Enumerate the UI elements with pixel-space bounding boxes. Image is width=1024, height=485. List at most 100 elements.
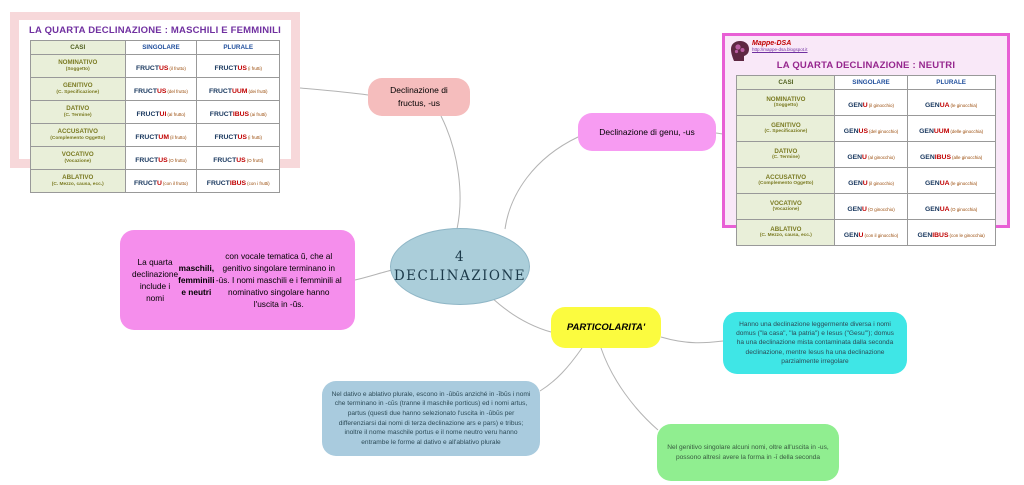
intro-text-segment: La quarta declinazione include i nomi [132, 256, 179, 304]
maschili-femminili-table-panel[interactable]: LA QUARTA DECLINAZIONE : MASCHILI E FEMM… [10, 12, 300, 193]
declension-cell: FRUCTUUM(dei frutti) [196, 77, 281, 101]
central-topic-label: DECLINAZIONE [393, 267, 527, 284]
logo-tagline[interactable]: http://mappe-dsa.blogspot.it [752, 47, 808, 52]
translation-note: (al ginocchio) [867, 154, 895, 160]
column-header: CASI [29, 40, 126, 55]
case-cell: ACCUSATIVO(Complemento Oggetto) [29, 123, 126, 147]
connector-center-genu [504, 136, 579, 230]
table-row: DATIVO(C. Termine)FRUCTUI(al frutto)FRUC… [29, 100, 281, 124]
table-row: ABLATIVO(C. Mezzo, causa, ecc.)FRUCTU(co… [29, 169, 281, 193]
neutri-table-panel[interactable]: Mappe-DSA http://mappe-dsa.blogspot.it L… [722, 33, 1010, 246]
translation-note: (ai frutti) [250, 112, 267, 117]
declension-cell: FRUCTUS(del frutto) [124, 77, 198, 101]
declension-cell: FRUCTUI(al frutto) [124, 100, 198, 124]
translation-note: (delle ginocchia) [950, 128, 984, 134]
declension-cell: FRUCTUM(il frutto) [124, 123, 198, 147]
declension-cell: FRUCTIBUS(ai frutti) [196, 100, 281, 124]
case-cell: GENITIVO(C. Specificazione) [29, 77, 126, 101]
table-row: GENITIVO(C. Specificazione)FRUCTUS(del f… [29, 77, 281, 101]
translation-note: (le ginocchia) [950, 102, 978, 108]
case-cell: NOMINATIVO(Soggetto) [29, 54, 126, 78]
connector-center-intro [354, 269, 393, 281]
mappe-dsa-logo: Mappe-DSA http://mappe-dsa.blogspot.it [730, 40, 808, 67]
connector-particolarita-dativo [539, 347, 583, 392]
translation-note: (il ginocchio) [868, 102, 894, 108]
translation-note: (O frutti) [246, 158, 264, 163]
declension-cell: FRUCTU(con il frutto) [124, 169, 198, 193]
declension-cell: FRUCTUS(O frutti) [196, 146, 281, 170]
table-row: NOMINATIVO(Soggetto)FRUCTUS(il frutto)FR… [29, 54, 281, 78]
genitivo-singolare-node[interactable]: Nel genitivo singolare alcuni nomi, oltr… [657, 424, 839, 481]
connector-genu-table [715, 132, 724, 135]
central-topic-node[interactable]: 4 DECLINAZIONE [390, 228, 530, 305]
column-header: SINGOLARE [124, 40, 198, 55]
case-cell: VOCATIVO(Vocazione) [736, 193, 836, 220]
translation-note: (del frutto) [167, 89, 188, 94]
intro-text-segment: maschili, femminili e neutri [178, 262, 215, 297]
declension-cell: GENIBUS(con le ginocchia) [906, 219, 996, 246]
translation-note: (con i frutti) [247, 181, 270, 186]
case-cell: NOMINATIVO(Soggetto) [736, 89, 836, 116]
maschili-femminili-table-inner: LA QUARTA DECLINAZIONE : MASCHILI E FEMM… [19, 20, 291, 193]
intro-text-segment: con vocale tematica ŭ, che al genitivo s… [215, 250, 342, 310]
declension-cell: GENUA(O ginocchia) [906, 193, 996, 220]
genu-node[interactable]: Declinazione di genu, -us [578, 113, 716, 151]
translation-note: (dei frutti) [248, 89, 268, 94]
case-cell: DATIVO(C. Termine) [29, 100, 126, 124]
domus-iesus-node[interactable]: Hanno una declinazione leggermente diver… [723, 312, 907, 374]
declension-cell: GENUS(del ginocchio) [834, 115, 908, 142]
head-gears-icon [730, 40, 750, 67]
translation-note: (il frutto) [169, 66, 186, 71]
translation-note: (con le ginocchia) [949, 232, 985, 238]
central-topic-number: 4 [454, 249, 466, 266]
translation-note: (i frutti) [247, 66, 262, 71]
column-header: CASI [736, 75, 836, 90]
translation-note: (O frutto) [168, 158, 187, 163]
translation-note: (al frutto) [167, 112, 186, 117]
table-row: ACCUSATIVO(Complemento Oggetto)FRUCTUM(i… [29, 123, 281, 147]
translation-note: (i frutti) [247, 135, 262, 140]
declension-cell: GENU(con il ginocchio) [834, 219, 908, 246]
translation-note: (del ginocchio) [868, 128, 899, 134]
declension-cell: GENUA(le ginocchia) [906, 167, 996, 194]
translation-note: (alle ginocchia) [952, 154, 983, 160]
translation-note: (con il ginocchio) [864, 232, 899, 238]
column-header: SINGOLARE [834, 75, 908, 90]
declension-cell: GENU(il ginocchio) [834, 89, 908, 116]
dativo-ablativo-node[interactable]: Nel dativo e ablativo plurale, escono in… [322, 381, 540, 456]
connector-table-fructus [299, 87, 369, 96]
declension-cell: GENUUM(delle ginocchia) [906, 115, 996, 142]
translation-note: (O ginocchia) [950, 206, 978, 212]
declension-cell: GENU(O ginocchio) [834, 193, 908, 220]
table-row: ABLATIVO(C. Mezzo, causa, ecc.)GENU(con … [736, 219, 996, 246]
declension-cell: FRUCTUS(il frutto) [124, 54, 198, 78]
declension-cell: FRUCTUS(i frutti) [196, 54, 281, 78]
connector-particolarita-domus [660, 336, 724, 344]
column-header: PLURALE [906, 75, 996, 90]
connector-particolarita-genitivo [600, 347, 659, 431]
table-row: GENITIVO(C. Specificazione)GENUS(del gin… [736, 115, 996, 142]
table-row: NOMINATIVO(Soggetto)GENU(il ginocchio)GE… [736, 89, 996, 116]
case-cell: ACCUSATIVO(Complemento Oggetto) [736, 167, 836, 194]
translation-note: (O ginocchio) [867, 206, 895, 212]
logo-name: Mappe-DSA [752, 40, 792, 47]
particolarita-node[interactable]: PARTICOLARITA' [551, 307, 661, 348]
connector-center-fructus [440, 115, 461, 230]
fructus-node[interactable]: Declinazione di fructus, -us [368, 78, 470, 116]
case-cell: DATIVO(C. Termine) [736, 141, 836, 168]
translation-note: (il frutto) [169, 135, 187, 140]
declension-cell: FRUCTUS(O frutto) [124, 146, 198, 170]
translation-note: (il ginocchio) [868, 180, 894, 186]
table-row: ACCUSATIVO(Complemento Oggetto)GENU(il g… [736, 167, 996, 194]
declension-cell: GENU(il ginocchio) [834, 167, 908, 194]
declension-cell: GENUA(le ginocchia) [906, 89, 996, 116]
neutri-table-title: LA QUARTA DECLINAZIONE : NEUTRI [776, 60, 956, 71]
declension-cell: FRUCTIBUS(con i frutti) [196, 169, 281, 193]
column-header: PLURALE [196, 40, 281, 55]
intro-node[interactable]: La quarta declinazione include i nomi ma… [120, 230, 355, 330]
case-cell: VOCATIVO(Vocazione) [29, 146, 126, 170]
